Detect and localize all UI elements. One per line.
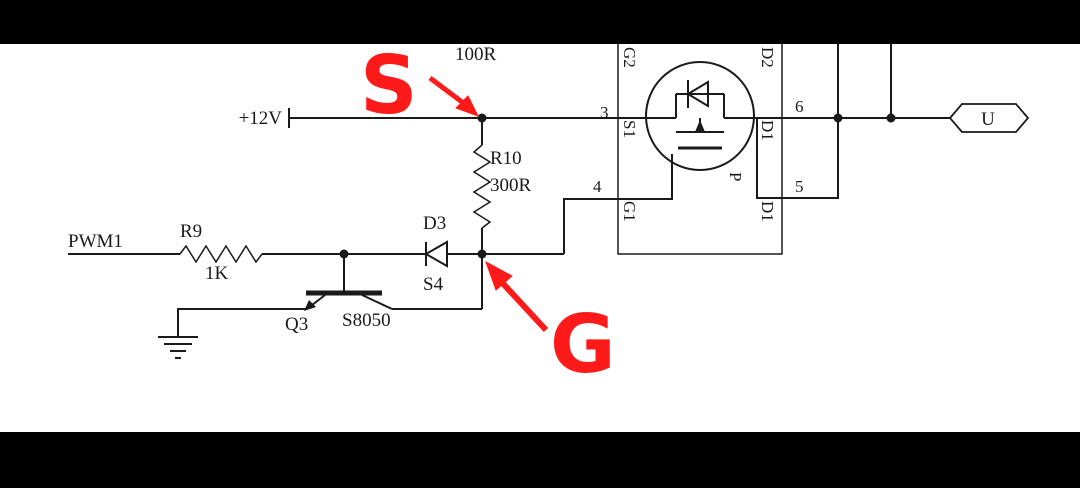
gate-wire-b bbox=[563, 198, 618, 254]
annotation-arrow-s-head bbox=[455, 95, 480, 117]
pin-label-d1-lower: D1 bbox=[758, 201, 777, 222]
pin-number-5: 5 bbox=[795, 177, 804, 196]
q3-value: S8050 bbox=[342, 310, 391, 331]
mosfet-symbol-circle bbox=[645, 61, 755, 171]
annotation-arrow-g-shaft bbox=[493, 273, 549, 333]
q3-collector bbox=[361, 294, 393, 310]
drain-loop-wire bbox=[756, 118, 839, 199]
annotation-g: G bbox=[550, 298, 616, 391]
r9-value: 1K bbox=[205, 263, 229, 284]
mosfet-body-diode bbox=[686, 80, 709, 108]
pin-number-6: 6 bbox=[795, 97, 804, 116]
r9-resistor bbox=[179, 244, 263, 264]
pin-label-p: P bbox=[726, 172, 745, 181]
pin-label-g1: G1 bbox=[620, 201, 639, 222]
r10-value: 300R bbox=[490, 175, 532, 196]
q3-ref: Q3 bbox=[285, 314, 308, 335]
r10-resistor bbox=[472, 144, 492, 229]
mosfet-channel-arrow bbox=[695, 120, 705, 132]
paper-area bbox=[0, 44, 1080, 432]
output-label: U bbox=[981, 109, 995, 130]
mosfet-package bbox=[617, 44, 783, 255]
junction-drain-1 bbox=[833, 113, 843, 123]
top-resistor-value: 100R bbox=[455, 44, 497, 65]
output-port-flag bbox=[948, 103, 1030, 133]
r9-ref: R9 bbox=[180, 221, 202, 242]
pin-number-4: 4 bbox=[593, 177, 602, 196]
d3-ref: D3 bbox=[423, 213, 446, 234]
annotation-s: S bbox=[360, 39, 418, 132]
pin-label-g2: G2 bbox=[620, 47, 639, 68]
pin-label-d2: D2 bbox=[758, 47, 777, 68]
ground-wire bbox=[177, 308, 307, 337]
pin-label-s1: S1 bbox=[620, 120, 639, 138]
power-label: +12V bbox=[239, 108, 283, 129]
pwm-label: PWM1 bbox=[68, 231, 123, 252]
d3-value: S4 bbox=[423, 274, 444, 295]
mosfet-gate-lead bbox=[618, 154, 673, 200]
junction-drain-2 bbox=[886, 113, 896, 123]
annotation-arrow-g-head bbox=[485, 260, 513, 291]
r10-ref: R10 bbox=[490, 148, 522, 169]
pin-label-d1-upper: D1 bbox=[758, 120, 777, 141]
pin-number-3: 3 bbox=[600, 103, 609, 122]
